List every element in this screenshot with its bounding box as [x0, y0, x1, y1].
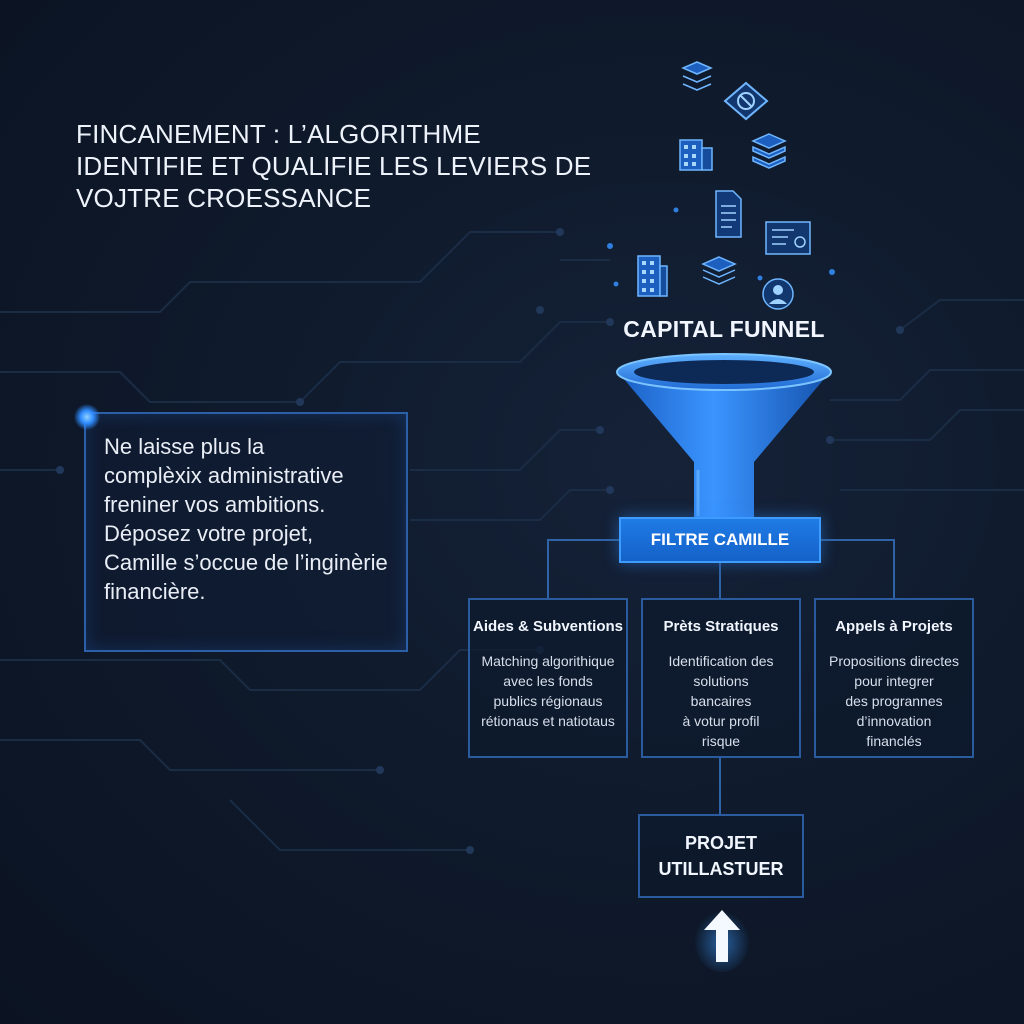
card-line: financlés	[866, 733, 922, 749]
card-line: à votur profil	[682, 713, 760, 729]
intro-card	[84, 412, 408, 652]
card-aides-subventions: Aides & Subventions Matching algorithiqu…	[468, 598, 628, 758]
project-box: PROJET UTILLASTUER	[638, 814, 804, 898]
coin-stack-icon	[751, 133, 787, 169]
card-body: Identification des solutions bancaires à…	[643, 651, 799, 751]
title-line: IDENTIFIE ET QUALIFIE LES LEVIERS DE	[76, 151, 592, 181]
title-line: FINCANEMENT : L’ALGORITHME	[76, 119, 481, 149]
arrow-up-icon	[694, 908, 750, 972]
card-line: Matching algorithique	[481, 653, 615, 669]
intro-line: freniner vos ambitions.	[104, 492, 326, 517]
card-line: pour integrer	[854, 673, 934, 689]
card-prets-strategiques: Prèts Stratiques Identification des solu…	[641, 598, 801, 758]
intro-line: Déposez votre projet,	[104, 521, 314, 546]
intro-line: Camille s’occue de l’inginèrie	[104, 550, 388, 575]
glow-dot-icon	[74, 404, 100, 430]
intro-line: complèxix administrative	[104, 463, 344, 488]
filter-box: FILTRE CAMILLE	[619, 517, 821, 563]
card-line: publics régionaus	[493, 693, 603, 709]
funnel-title: CAPITAL FUNNEL	[623, 316, 825, 342]
stack-icon	[681, 61, 713, 91]
building-icon	[637, 255, 668, 297]
intro-line: financière.	[104, 579, 206, 604]
card-body: Propositions directes pour integrer des …	[816, 651, 972, 751]
card-line: Propositions directes	[829, 653, 959, 669]
page-title: FINCANEMENT : L’ALGORITHME IDENTIFIE ET …	[76, 118, 636, 214]
funnel-icon	[616, 353, 832, 518]
card-line: bancaires	[690, 693, 752, 709]
intro-text: Ne laisse plus la complèxix administrati…	[104, 432, 404, 606]
certificate-icon	[765, 221, 811, 255]
project-line: UTILLASTUER	[658, 859, 784, 879]
intro-line: Ne laisse plus la	[104, 434, 265, 459]
card-line: avec les fonds	[503, 673, 593, 689]
card-title: Appels à Projets	[835, 618, 953, 635]
card-body: Matching algorithique avec les fonds pub…	[470, 651, 626, 731]
card-title: Prèts Stratiques	[663, 618, 779, 635]
card-appels-projets: Appels à Projets Propositions directes p…	[814, 598, 974, 758]
no-entry-tag-icon	[723, 81, 769, 121]
person-badge-icon	[762, 278, 794, 310]
card-line: Identification des	[668, 653, 774, 669]
title-line: VOJTRE CROESSANCE	[76, 183, 372, 213]
card-line: d’innovation	[856, 713, 932, 729]
project-line: PROJET	[684, 833, 758, 853]
stack-icon	[701, 256, 737, 285]
card-title: Aides & Subventions	[472, 618, 624, 635]
card-line: rétionaus et natiotaus	[481, 713, 615, 729]
document-icon	[715, 190, 742, 238]
card-line: risque	[701, 733, 741, 749]
card-line: des progrannes	[845, 693, 943, 709]
building-icon	[679, 139, 713, 171]
card-line: solutions	[693, 673, 749, 689]
